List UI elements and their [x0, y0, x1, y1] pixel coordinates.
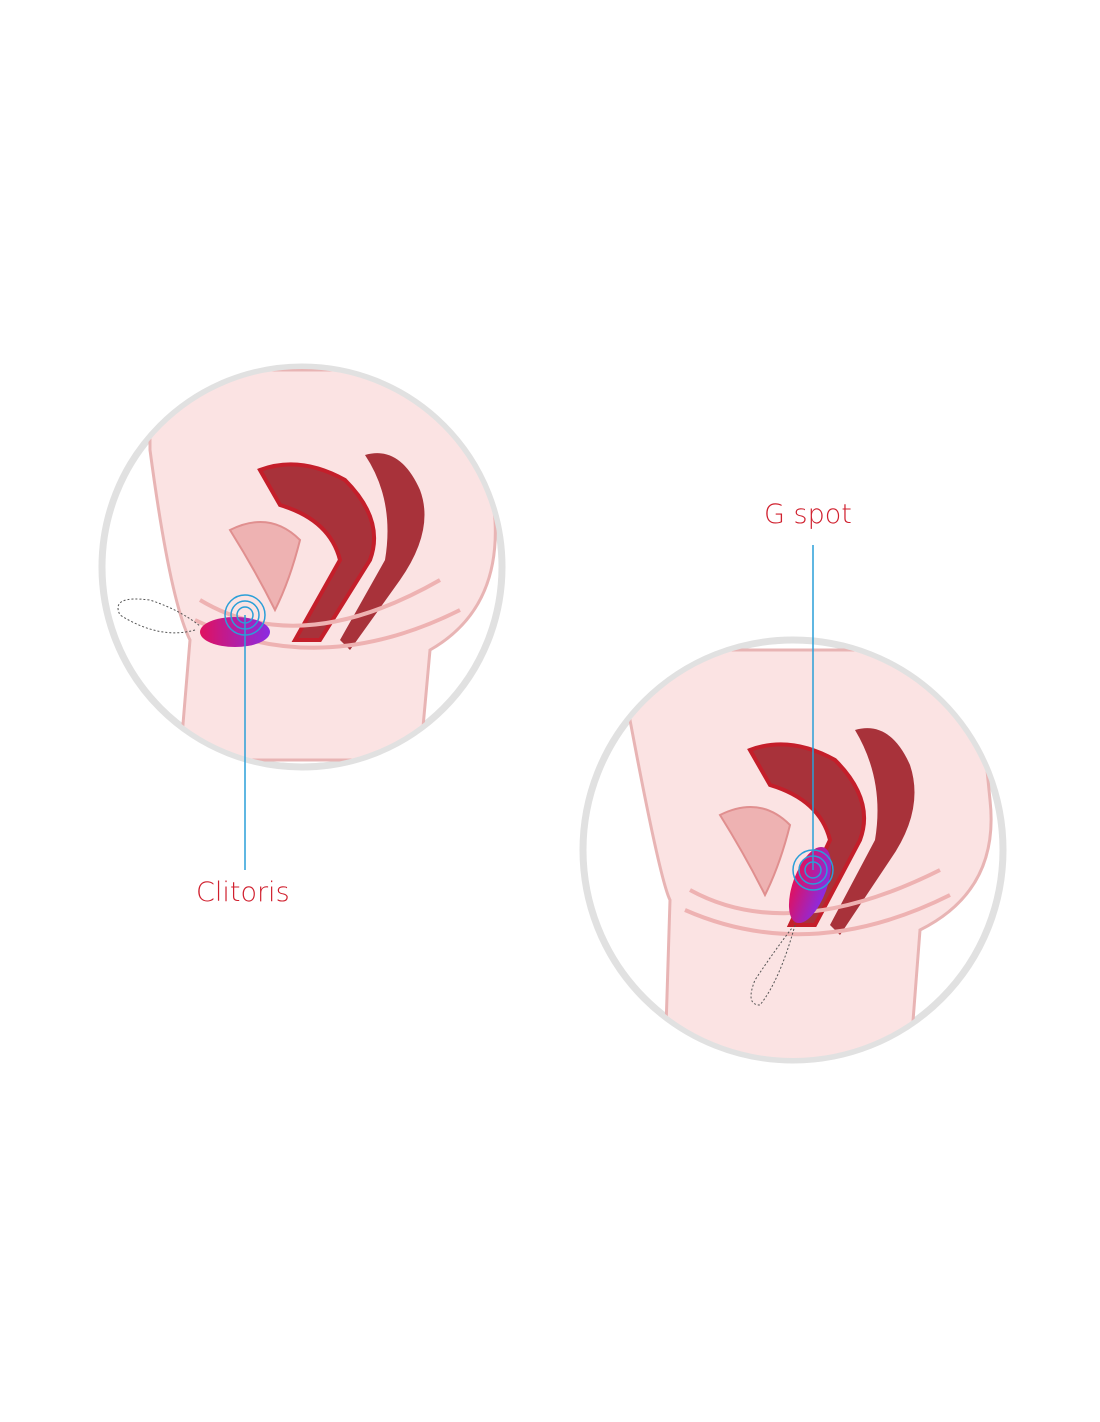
- g-spot-use-illustration: [579, 545, 1007, 1064]
- bladder-shape: [718, 806, 792, 898]
- rectum-shape: [830, 728, 915, 935]
- body-silhouette: [148, 369, 497, 762]
- uterus-shape: [257, 462, 377, 642]
- cord-loop: [750, 924, 796, 1006]
- cord-loop: [117, 598, 201, 634]
- clitoris-label: Clitoris: [196, 877, 290, 908]
- clitoral-use-illustration: [98, 363, 506, 870]
- uterus-shape: [747, 742, 867, 927]
- bladder-shape: [228, 521, 302, 613]
- rectum-shape: [340, 453, 425, 650]
- g-spot-label: G spot: [764, 499, 852, 530]
